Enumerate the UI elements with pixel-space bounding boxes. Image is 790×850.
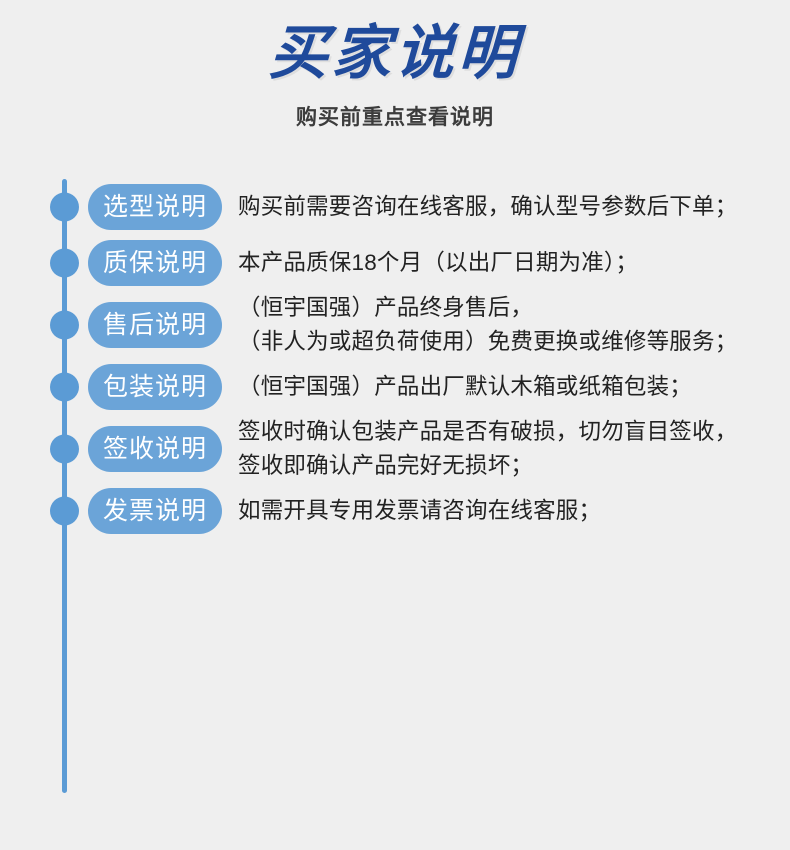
- list-item-description: （恒宇国强）产品终身售后， （非人为或超负荷使用）免费更换或维修等服务；: [238, 295, 738, 354]
- status-badge: 包装说明: [88, 364, 222, 410]
- status-badge: 签收说明: [88, 426, 222, 472]
- list-item-description: 如需开具专用发票请咨询在线客服；: [238, 498, 602, 523]
- status-badge: 发票说明: [88, 488, 222, 534]
- status-badge: 选型说明: [88, 184, 222, 230]
- timeline-dot-icon: [50, 192, 79, 222]
- list-item-description: 签收时确认包装产品是否有破损，切勿盲目签收， 签收即确认产品完好无损坏；: [238, 419, 738, 478]
- page-title: 买家说明: [267, 20, 523, 86]
- timeline-dot-icon: [50, 496, 79, 526]
- timeline-dot-icon: [50, 372, 79, 402]
- timeline-axis-line: [62, 179, 67, 793]
- list-item-description: 购买前需要咨询在线客服，确认型号参数后下单；: [238, 194, 738, 219]
- status-badge: 售后说明: [88, 302, 222, 348]
- instructions-timeline: 选型说明 购买前需要咨询在线客服，确认型号参数后下单； 质保说明 本产品质保18…: [0, 179, 790, 793]
- page-header: 买家说明 购买前重点查看说明: [0, 0, 790, 131]
- timeline-dot-icon: [50, 434, 79, 464]
- status-badge: 质保说明: [88, 240, 222, 286]
- list-item: 选型说明 购买前需要咨询在线客服，确认型号参数后下单；: [0, 179, 790, 235]
- list-item-description: （恒宇国强）产品出厂默认木箱或纸箱包装；: [238, 374, 693, 399]
- timeline-dot-icon: [50, 248, 79, 278]
- page-subtitle: 购买前重点查看说明: [296, 106, 494, 129]
- list-item-description: 本产品质保18个月（以出厂日期为准）；: [238, 250, 639, 275]
- list-item: 签收说明 签收时确认包装产品是否有破损，切勿盲目签收， 签收即确认产品完好无损坏…: [0, 415, 790, 483]
- timeline-dot-icon: [50, 310, 79, 340]
- list-item: 包装说明 （恒宇国强）产品出厂默认木箱或纸箱包装；: [0, 359, 790, 415]
- list-item: 售后说明 （恒宇国强）产品终身售后， （非人为或超负荷使用）免费更换或维修等服务…: [0, 291, 790, 359]
- list-item: 质保说明 本产品质保18个月（以出厂日期为准）；: [0, 235, 790, 291]
- list-item: 发票说明 如需开具专用发票请咨询在线客服；: [0, 483, 790, 539]
